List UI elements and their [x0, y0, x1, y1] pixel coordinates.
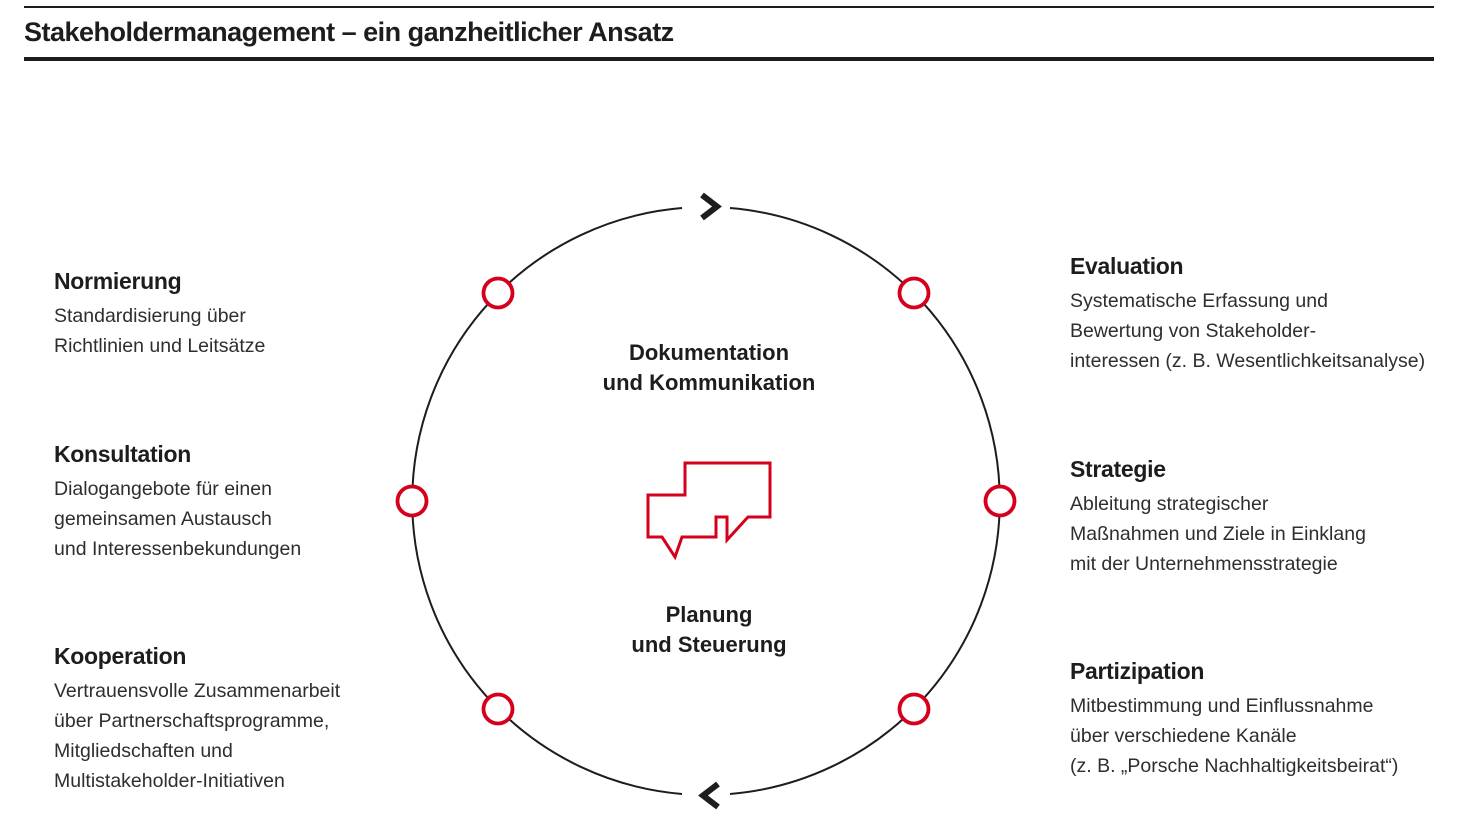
- chevron-left-icon: [698, 781, 720, 810]
- cycle-label-documentation: Dokumentation und Kommunikation: [539, 338, 879, 398]
- info-heading: Kooperation: [54, 643, 187, 669]
- info-block-evaluation: Evaluation Systematische Erfassung und B…: [1070, 251, 1458, 376]
- info-block-partizipation: Partizipation Mitbestimmung und Einfluss…: [1070, 656, 1458, 781]
- info-line: mit der Unternehmensstrategie: [1070, 553, 1338, 575]
- speech-bubbles-icon: [646, 461, 772, 561]
- info-line: (z. B. „Porsche Nachhaltigkeitsbeirat“): [1070, 755, 1399, 777]
- title-rule: [24, 57, 1434, 61]
- info-line: Ableitung strategischer: [1070, 493, 1269, 515]
- page-title: Stakeholdermanagement – ein ganzheitlich…: [24, 17, 674, 47]
- info-line: über verschiedene Kanäle: [1070, 725, 1297, 747]
- info-heading: Strategie: [1070, 456, 1166, 482]
- cycle-node: [481, 276, 515, 310]
- chevron-right-icon: [700, 192, 722, 221]
- info-line: Mitbestimmung und Einflussnahme: [1070, 695, 1374, 717]
- cycle-label-planning: Planung und Steuerung: [539, 600, 879, 660]
- info-line: Richtlinien und Leitsätze: [54, 335, 266, 357]
- info-block-kooperation: Kooperation Vertrauensvolle Zusammenarbe…: [54, 641, 454, 796]
- info-line: Systematische Erfassung und: [1070, 290, 1328, 312]
- cycle-node: [897, 692, 931, 726]
- info-heading: Normierung: [54, 268, 182, 294]
- info-heading: Partizipation: [1070, 658, 1205, 684]
- info-line: über Partnerschaftsprogramme,: [54, 710, 330, 732]
- cycle-nodes: [395, 276, 1017, 726]
- info-line: Vertrauensvolle Zusammenarbeit: [54, 680, 341, 702]
- info-block-konsultation: Konsultation Dialogangebote für einen ge…: [54, 439, 454, 564]
- top-rule: [24, 6, 1434, 8]
- info-heading: Konsultation: [54, 441, 191, 467]
- info-line: Mitgliedschaften und: [54, 740, 233, 762]
- cycle-label-line: Planung: [665, 602, 753, 627]
- info-line: Multistakeholder-Initiativen: [54, 770, 285, 792]
- cycle-label-line: und Steuerung: [631, 632, 787, 657]
- info-heading: Evaluation: [1070, 253, 1184, 279]
- info-line: und Interessenbekundungen: [54, 538, 302, 560]
- info-line: Dialogangebote für einen: [54, 478, 272, 500]
- info-line: Maßnahmen und Ziele in Einklang: [1070, 523, 1366, 545]
- info-block-normierung: Normierung Standardisierung über Richtli…: [54, 266, 454, 361]
- cycle-node: [395, 484, 429, 518]
- cycle-node: [983, 484, 1017, 518]
- cycle-node: [897, 276, 931, 310]
- info-block-strategie: Strategie Ableitung strategischer Maßnah…: [1070, 454, 1458, 579]
- info-line: gemeinsamen Austausch: [54, 508, 272, 530]
- cycle-label-line: und Kommunikation: [602, 370, 816, 395]
- cycle-node: [481, 692, 515, 726]
- cycle-label-line: Dokumentation: [628, 340, 790, 365]
- info-line: interessen (z. B. Wesentlichkeitsanalyse…: [1070, 350, 1426, 372]
- info-line: Bewertung von Stakeholder-: [1070, 320, 1317, 342]
- info-line: Standardisierung über: [54, 305, 246, 327]
